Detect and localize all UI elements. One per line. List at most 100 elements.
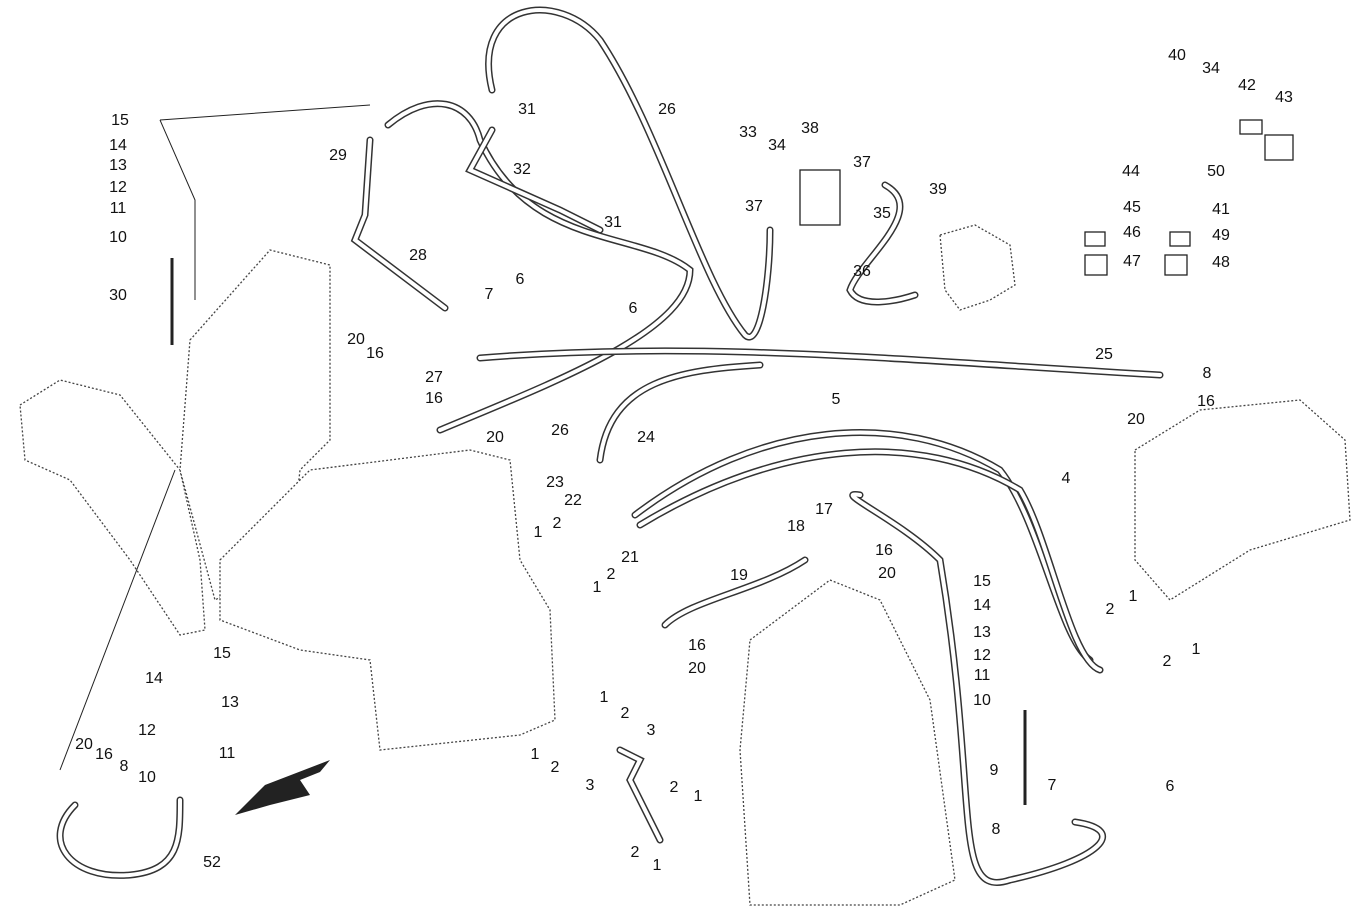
callout-label: 1 [531, 746, 540, 763]
callout-label: 27 [425, 369, 443, 386]
callout-label: 49 [1212, 227, 1230, 244]
callout-label: 23 [546, 474, 564, 491]
hose-26-inner [486, 8, 772, 340]
hose-39-inner [847, 183, 917, 304]
callout-label: 5 [832, 391, 841, 408]
callout-label: 2 [1106, 601, 1115, 618]
callout-label: 16 [366, 345, 384, 362]
callout-label: 14 [109, 137, 127, 154]
callout-label: 16 [425, 390, 443, 407]
callout-label: 8 [992, 821, 1001, 838]
callout-label: 2 [607, 566, 616, 583]
callout-label: 2 [553, 515, 562, 532]
callout-label: 41 [1212, 201, 1230, 218]
callout-label: 31 [518, 101, 536, 118]
callout-label: 52 [203, 854, 221, 871]
callout-label: 7 [1048, 777, 1057, 794]
callout-label: 3 [647, 722, 656, 739]
callout-label: 17 [815, 501, 833, 518]
callout-label: 20 [688, 660, 706, 677]
callout-label: 47 [1123, 253, 1141, 270]
hose-32-inner [467, 128, 602, 232]
hose-24-inner [598, 363, 762, 462]
hose-main-inner [386, 101, 693, 432]
callout-label: 10 [138, 769, 156, 786]
hose-28-inner [352, 138, 447, 310]
callout-label: 18 [787, 518, 805, 535]
plate-46 [1084, 231, 1106, 247]
callout-label: 22 [564, 492, 582, 509]
clamp-43 [1264, 134, 1294, 161]
callout-label: 8 [120, 758, 129, 775]
hose-52-inner [58, 798, 182, 878]
callout-label: 19 [730, 567, 748, 584]
callout-label: 29 [329, 147, 347, 164]
callout-label: 13 [221, 694, 239, 711]
hose-6-inner [850, 492, 1105, 885]
callout-label: 48 [1212, 254, 1230, 271]
callout-label: 10 [109, 229, 127, 246]
callout-label: 40 [1168, 47, 1186, 64]
callout-label: 4 [1062, 470, 1071, 487]
callout-label: 36 [853, 263, 871, 280]
callout-label: 21 [621, 549, 639, 566]
plate-49 [1169, 231, 1191, 247]
callout-label: 14 [973, 597, 991, 614]
callout-label: 16 [95, 746, 113, 763]
callout-label: 6 [1166, 778, 1175, 795]
callout-label: 34 [768, 137, 786, 154]
callout-label: 11 [974, 667, 991, 684]
callout-label: 16 [1197, 393, 1215, 410]
filter-38 [799, 169, 841, 226]
callout-label: 1 [653, 857, 662, 874]
callout-label: 1 [600, 689, 609, 706]
components [59, 104, 1294, 815]
callout-label: 1 [593, 579, 602, 596]
callout-label: 2 [670, 779, 679, 796]
callout-label: 9 [990, 762, 999, 779]
plate-42 [1239, 119, 1263, 135]
callout-label: 30 [109, 287, 127, 304]
callout-label: 10 [973, 692, 991, 709]
callout-label: 26 [658, 101, 676, 118]
callout-label: 24 [637, 429, 655, 446]
callout-label: 43 [1275, 89, 1293, 106]
pump-assembly [939, 224, 1016, 311]
callout-label: 2 [551, 759, 560, 776]
callout-label: 44 [1122, 163, 1140, 180]
callout-label: 20 [878, 565, 896, 582]
callout-label: 15 [213, 645, 231, 662]
right-tank [1134, 399, 1351, 601]
callout-label: 31 [604, 214, 622, 231]
callout-label: 11 [110, 200, 127, 217]
hose-3-inner [618, 748, 662, 842]
right-fender [739, 579, 956, 906]
hose-25-inner [478, 348, 1162, 377]
callout-label: 6 [516, 271, 525, 288]
callout-label: 13 [973, 624, 991, 641]
callout-label: 46 [1123, 224, 1141, 241]
hose-4-inner [638, 449, 1102, 672]
callout-label: 12 [138, 722, 156, 739]
callout-label: 20 [75, 736, 93, 753]
callout-label: 14 [145, 670, 163, 687]
callout-label: 26 [551, 422, 569, 439]
clamp-47 [1084, 254, 1108, 276]
callout-label: 1 [534, 524, 543, 541]
callout-label: 2 [621, 705, 630, 722]
callout-label: 20 [1127, 411, 1145, 428]
center-frame [219, 449, 556, 751]
callout-label: 35 [873, 205, 891, 222]
hose-24 [596, 361, 764, 464]
callout-label: 38 [801, 120, 819, 137]
clamp-48 [1164, 254, 1188, 276]
callout-label: 1 [1129, 588, 1138, 605]
hose-19-inner [663, 558, 807, 627]
callout-label: 20 [486, 429, 504, 446]
callout-label: 16 [688, 637, 706, 654]
callout-label: 28 [409, 247, 427, 264]
callout-label: 12 [109, 179, 127, 196]
